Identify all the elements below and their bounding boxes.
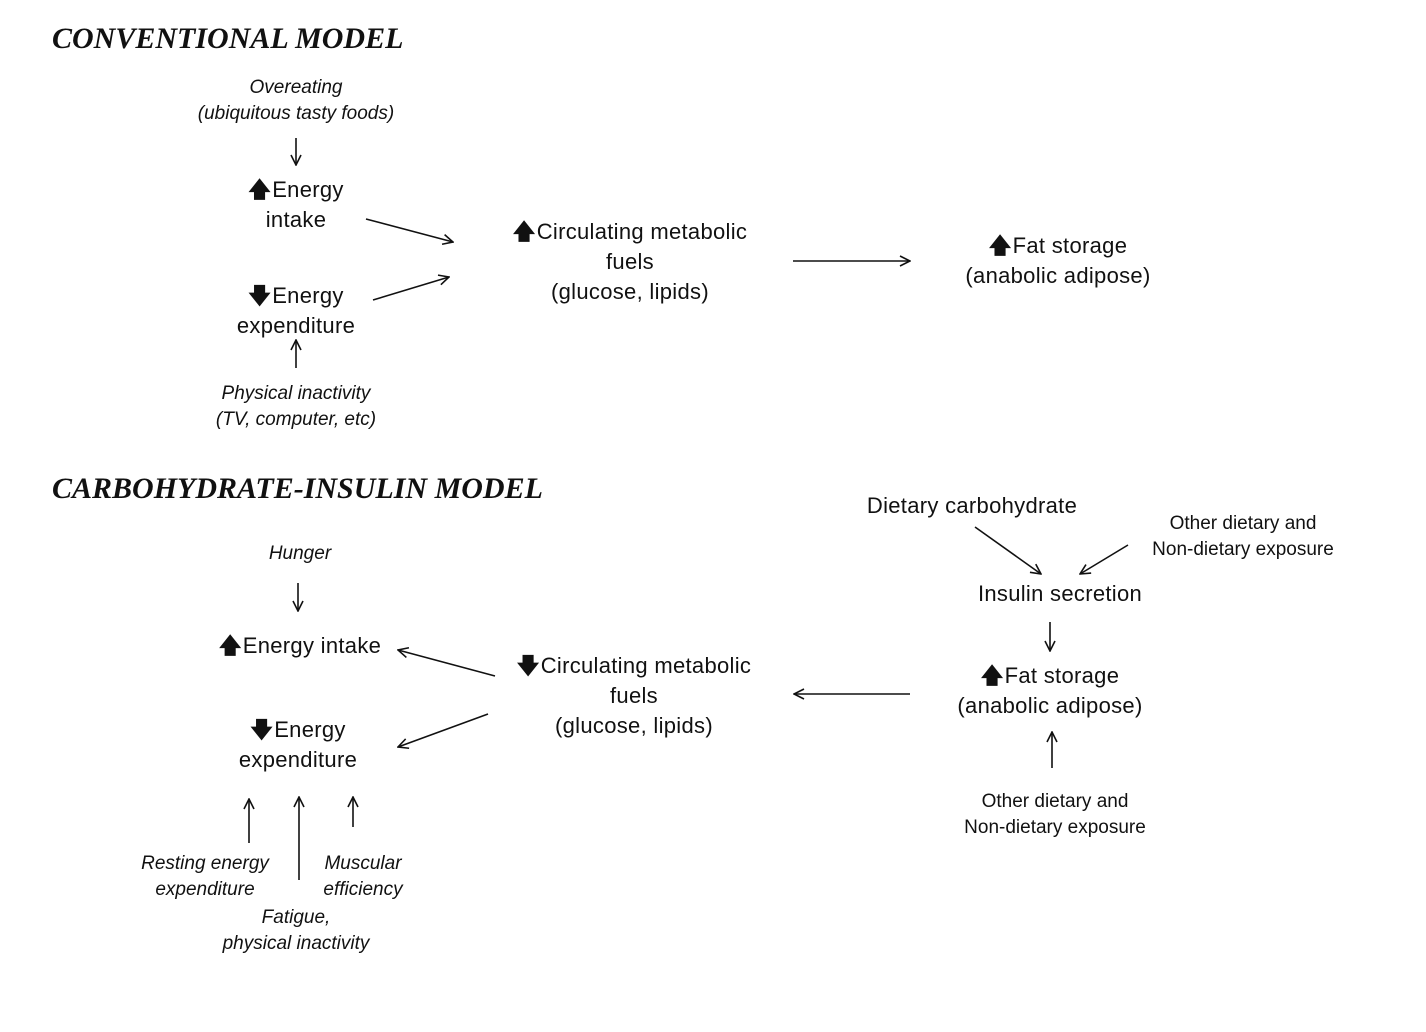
resting-energy-node: Resting energy expenditure	[120, 851, 290, 903]
other-exposure-top-label: Other dietary and	[1169, 513, 1317, 534]
carbohydrate-insulin-model-title: CARBOHYDRATE-INSULIN MODEL	[52, 472, 543, 505]
fatigue-label: Fatigue,	[261, 907, 331, 928]
conv-energy-intake-label: Energy	[272, 177, 344, 202]
physical-inactivity-label: Physical inactivity	[221, 383, 371, 404]
conv-circulating-fuels-label-3: (glucose, lipids)	[551, 279, 709, 304]
arrow-intake-to-fuels	[365, 218, 453, 242]
conv-energy-intake-label-2: intake	[265, 207, 327, 232]
cim-fat-storage-node: 🡅Fat storage (anabolic adipose)	[910, 661, 1190, 721]
muscular-efficiency-node: Muscular efficiency	[306, 851, 420, 903]
overeating-node: Overeating (ubiquitous tasty foods)	[146, 75, 446, 127]
up-arrow-icon: 🡅	[980, 663, 1004, 688]
down-arrow-icon: 🡇	[250, 717, 274, 742]
conv-energy-intake-node: 🡅Energy intake	[196, 175, 396, 235]
fatigue-node: Fatigue, physical inactivity	[176, 905, 416, 957]
cim-circulating-fuels-label: Circulating metabolic	[540, 653, 752, 678]
resting-energy-sublabel: expenditure	[155, 879, 255, 900]
hunger-label: Hunger	[268, 543, 332, 564]
dietary-carbohydrate-node: Dietary carbohydrate	[842, 491, 1102, 521]
cim-fat-storage-label-2: (anabolic adipose)	[957, 693, 1143, 718]
up-arrow-icon: 🡅	[218, 633, 242, 658]
conv-circulating-fuels-node: 🡅Circulating metabolic fuels (glucose, l…	[480, 217, 780, 307]
muscular-efficiency-sublabel: efficiency	[323, 879, 403, 900]
overeating-label: Overeating	[249, 77, 343, 98]
other-exposure-bottom-node: Other dietary and Non-dietary exposure	[945, 789, 1165, 841]
cim-fat-storage-label: Fat storage	[1004, 663, 1120, 688]
cim-energy-intake-node: 🡅Energy intake	[180, 631, 420, 661]
cim-energy-expenditure-label: Energy	[274, 717, 346, 742]
cim-energy-intake-label: Energy intake	[242, 633, 382, 658]
down-arrow-icon: 🡇	[516, 653, 540, 678]
down-arrow-icon: 🡇	[248, 283, 272, 308]
arrow-carbohydrate-to-insulin	[974, 526, 1041, 574]
other-exposure-top-node: Other dietary and Non-dietary exposure	[1133, 511, 1353, 563]
overeating-sublabel: (ubiquitous tasty foods)	[197, 103, 395, 124]
up-arrow-icon: 🡅	[248, 177, 272, 202]
insulin-secretion-label: Insulin secretion	[977, 581, 1143, 606]
conv-energy-expenditure-label: Energy	[272, 283, 344, 308]
conv-energy-expenditure-node: 🡇Energy expenditure	[196, 281, 396, 341]
arrow-other-exposure-to-insulin	[1080, 544, 1129, 574]
dietary-carbohydrate-label: Dietary carbohydrate	[866, 493, 1078, 518]
muscular-efficiency-label: Muscular	[324, 853, 402, 874]
conv-fat-storage-node: 🡅Fat storage (anabolic adipose)	[918, 231, 1198, 291]
other-exposure-bottom-sublabel: Non-dietary exposure	[964, 817, 1146, 838]
physical-inactivity-node: Physical inactivity (TV, computer, etc)	[146, 381, 446, 433]
arrow-fuels-to-intake	[398, 650, 496, 677]
cim-circulating-fuels-label-3: (glucose, lipids)	[555, 713, 713, 738]
cim-circulating-fuels-label-2: fuels	[610, 683, 658, 708]
resting-energy-label: Resting energy	[141, 853, 269, 874]
conv-energy-expenditure-label-2: expenditure	[236, 313, 356, 338]
arrow-expenditure-to-fuels	[372, 277, 449, 301]
conv-circulating-fuels-label-2: fuels	[606, 249, 654, 274]
conv-fat-storage-label: Fat storage	[1012, 233, 1128, 258]
fatigue-sublabel: physical inactivity	[222, 933, 370, 954]
cim-energy-expenditure-node: 🡇Energy expenditure	[198, 715, 398, 775]
physical-inactivity-sublabel: (TV, computer, etc)	[215, 409, 377, 430]
cim-circulating-fuels-node: 🡇Circulating metabolic fuels (glucose, l…	[484, 651, 784, 741]
cim-energy-expenditure-label-2: expenditure	[238, 747, 358, 772]
conv-circulating-fuels-label: Circulating metabolic	[536, 219, 748, 244]
insulin-secretion-node: Insulin secretion	[950, 579, 1170, 609]
up-arrow-icon: 🡅	[512, 219, 536, 244]
up-arrow-icon: 🡅	[988, 233, 1012, 258]
hunger-node: Hunger	[200, 541, 400, 567]
arrow-fuels-to-expenditure	[398, 713, 489, 747]
other-exposure-top-sublabel: Non-dietary exposure	[1152, 539, 1334, 560]
conventional-model-title: CONVENTIONAL MODEL	[52, 22, 404, 55]
other-exposure-bottom-label: Other dietary and	[981, 791, 1129, 812]
conv-fat-storage-label-2: (anabolic adipose)	[965, 263, 1151, 288]
